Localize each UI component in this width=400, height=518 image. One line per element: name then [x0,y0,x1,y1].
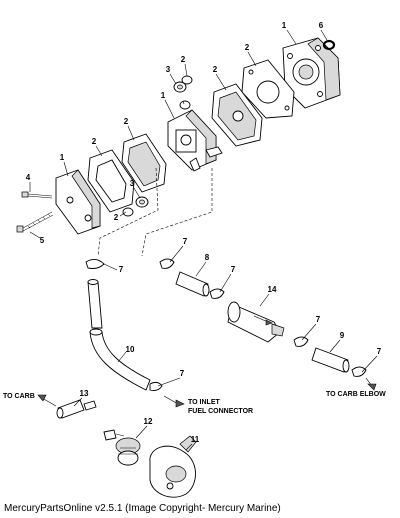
callout-7: 7 [119,265,124,274]
connector-13 [56,399,97,419]
hose-short-left [87,279,103,329]
clamp-mid-2 [209,288,225,299]
clamp-left-lower [149,381,163,391]
callout-2: 2 [124,117,129,126]
hose-long [89,328,151,391]
label-to-carb: TO CARB [3,393,35,400]
clamp-mid-1 [159,258,175,269]
callout-1: 1 [282,21,287,30]
callout-1: 1 [60,153,65,162]
screw-short [21,191,53,199]
label-fuel-connector: FUEL CONNECTOR [188,408,253,415]
washer-left [135,196,149,208]
callout-5: 5 [40,236,45,245]
callout-14: 14 [268,285,277,294]
callout-6: 6 [319,21,324,30]
callout-2: 2 [181,55,186,64]
callout-9: 9 [340,331,345,340]
label-to-carb-elbow: TO CARB ELBOW [326,391,386,398]
callout-7: 7 [180,369,185,378]
clamp-right [351,366,367,377]
clamp-mid-3 [293,336,309,347]
callout-11: 11 [191,435,200,444]
callout-7: 7 [377,347,382,356]
pump-cover-top [282,37,341,109]
callout-7: 7 [316,315,321,324]
o-ring [322,39,336,51]
pump-body-center [167,109,223,172]
hose-8 [175,271,210,297]
callout-10: 10 [126,345,135,354]
callout-2: 2 [245,43,250,52]
callout-4: 4 [26,173,31,182]
copyright-footer: MercuryPartsOnline v2.5.1 (Image Copyrig… [4,503,281,514]
arrow-to-carb-elbow [365,377,377,391]
hose-9 [311,347,350,373]
callout-8: 8 [205,253,210,262]
diaphragm-top [211,83,263,147]
callout-3: 3 [130,179,135,188]
arrow-to-inlet [163,395,185,408]
ring-top [181,75,193,85]
washer-top [173,81,187,93]
ring-left [122,207,134,217]
callout-7: 7 [231,265,236,274]
bulb-11 [149,435,197,498]
callout-13: 13 [80,389,89,398]
callout-12: 12 [144,417,153,426]
callout-numbers: 1 6 2 2 3 2 1 2 2 1 4 3 2 5 7 8 7 7 14 7… [26,21,382,444]
pump-cover-left [55,169,101,235]
fitting-12 [103,429,141,466]
arrow-to-carb [37,394,57,407]
ring-small-top [179,100,191,110]
clamp-left-upper [85,259,105,269]
diaphragm-left [121,133,167,193]
screw-long [16,211,54,233]
fuel-filter [227,301,285,343]
callout-7: 7 [183,237,188,246]
callout-2: 2 [114,213,119,222]
callout-2: 2 [213,65,218,74]
callout-1: 1 [161,91,166,100]
gasket-left [87,149,135,213]
callout-2: 2 [92,137,97,146]
callout-3: 3 [166,65,171,74]
leader-lines [29,29,378,451]
label-to-inlet: TO INLET [188,399,220,406]
